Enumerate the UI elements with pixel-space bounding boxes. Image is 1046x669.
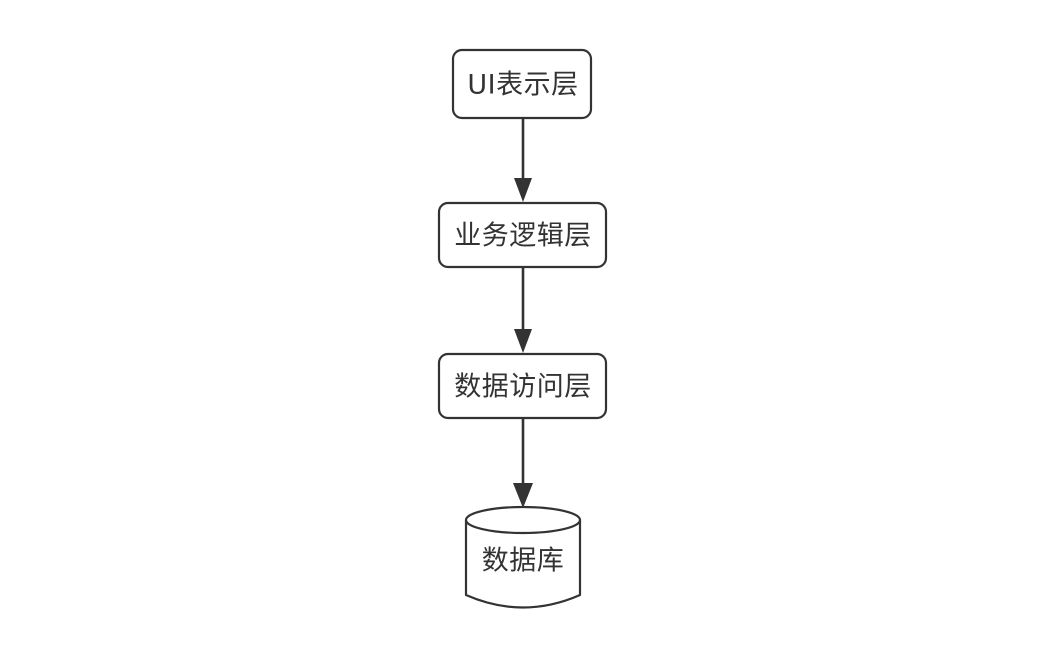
node-data-access-layer[interactable]: 数据访问层 xyxy=(437,352,608,420)
node-database-cylinder-top[interactable] xyxy=(464,505,582,535)
node-database[interactable]: 数据库 xyxy=(464,505,582,609)
node-business-layer-shape[interactable] xyxy=(437,201,608,269)
edge-business-to-data-access-arrowhead xyxy=(514,329,532,353)
node-ui-layer[interactable]: UI表示层 xyxy=(451,48,593,120)
node-database-label: 数据库 xyxy=(482,546,565,577)
edge-ui-to-business-arrowhead xyxy=(514,178,532,202)
node-data-access-layer-shape[interactable] xyxy=(437,352,608,420)
edge-data-access-to-database-arrowhead xyxy=(513,483,533,508)
node-data-access-layer-label: 数据访问层 xyxy=(454,372,592,403)
edge-data-access-to-database xyxy=(513,418,533,508)
node-database-cylinder-body[interactable] xyxy=(464,518,582,609)
node-ui-layer-shape[interactable] xyxy=(451,48,593,120)
node-business-layer-label: 业务逻辑层 xyxy=(454,221,592,252)
edge-ui-to-business xyxy=(514,118,532,202)
node-business-layer[interactable]: 业务逻辑层 xyxy=(437,201,608,269)
node-ui-layer-label: UI表示层 xyxy=(467,70,578,101)
edge-business-to-data-access xyxy=(514,267,532,353)
